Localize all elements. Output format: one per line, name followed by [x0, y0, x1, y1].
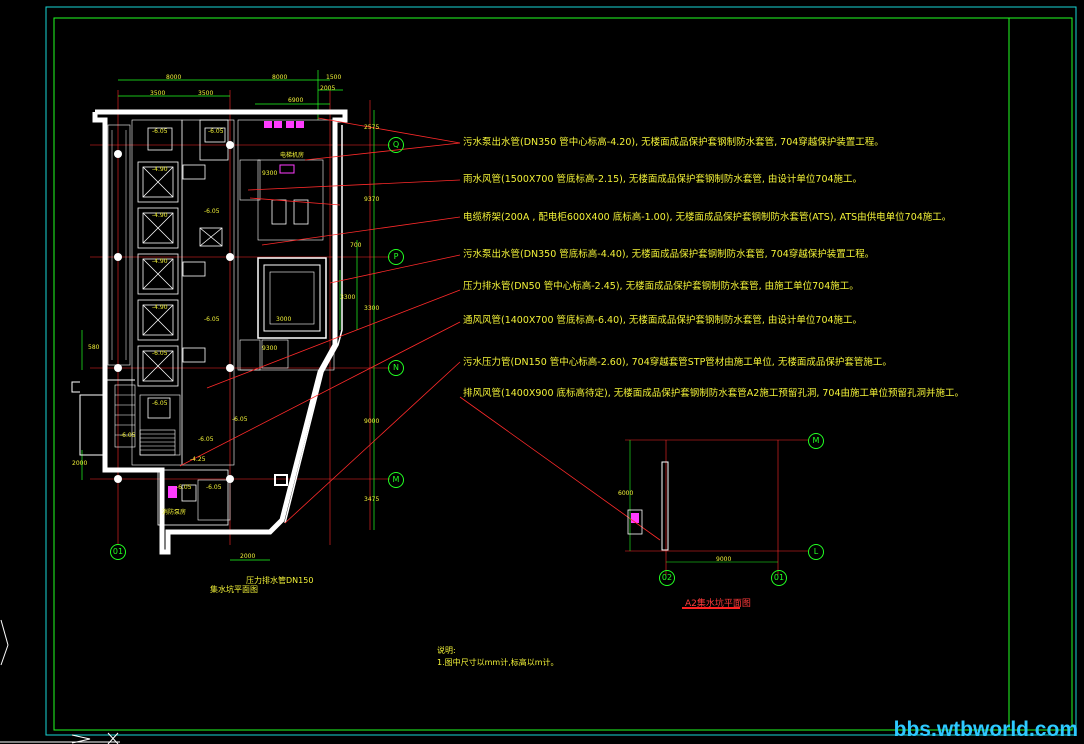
detail-a2: [625, 439, 808, 575]
dim-top-2: 8000: [272, 74, 288, 81]
watermark: bbs.wtbworld.com: [893, 718, 1078, 741]
dim-top-5: 3500: [198, 90, 214, 97]
note-3: 电缆桥架(200A , 配电柜600X400 底标高-1.00), 无楼面成品保…: [463, 212, 952, 223]
column-markers: [114, 141, 234, 483]
detail-grid-label-02: 02: [659, 570, 675, 586]
note-2: 雨水风管(1500X700 管底标高-2.15), 无楼面成品保护套钢制防水套管…: [463, 174, 863, 185]
dim-right-1: 2575: [364, 124, 380, 131]
elevation-label: -6.05: [120, 432, 136, 439]
dim-left-2: 2000: [72, 460, 88, 467]
dim-right-2: 9370: [364, 196, 380, 203]
note-4: 污水泵出水管(DN350 管底标高-4.40), 无楼面成品保护套钢制防水套管,…: [463, 249, 875, 260]
elevation-label: -6.05: [232, 416, 248, 423]
note-6: 通风风管(1400X700 管底标高-6.40), 无楼面成品保护套钢制防水套管…: [463, 315, 863, 326]
building-walls: [71, 109, 348, 555]
elevation-label: -4.90: [152, 166, 168, 173]
legend-note: 1.图中尺寸以mm计,标高以m计。: [437, 658, 559, 667]
detail-grid-label-l: L: [808, 544, 824, 560]
dimension-lines: [81, 70, 375, 561]
dim-top-6: 6900: [288, 97, 304, 104]
elevation-label: -6.05: [204, 316, 220, 323]
grid-label-m: M: [388, 472, 404, 488]
grid-label-01: 01: [110, 544, 126, 560]
dim-misc-2: 3000: [276, 316, 292, 323]
dim-top-3: 1500: [326, 74, 342, 81]
grid-label-p: P: [388, 249, 404, 265]
dim-misc-3: 9300: [262, 170, 278, 177]
grid-axes: [90, 90, 390, 545]
elevation-label: -6.05: [208, 128, 224, 135]
grid-label-q: Q: [388, 137, 404, 153]
dim-misc-1: 2000: [240, 553, 256, 560]
elevation-label: -4.90: [152, 258, 168, 265]
elevation-label: -6.05: [176, 484, 192, 491]
dim-right-5: 3300: [364, 305, 380, 312]
room-label: 消防泵房: [162, 509, 187, 516]
equipment-outline: [279, 164, 295, 174]
detail-title-underline: [682, 607, 740, 609]
detail-title: A2集水坑平面图: [685, 599, 751, 609]
detail-width-dim: 9000: [716, 556, 732, 563]
detail-grid-label-m: M: [808, 433, 824, 449]
note-8: 排风风管(1400X900 底标高待定), 无楼面成品保护套钢制防水套管A2施工…: [463, 388, 965, 399]
dim-right-4: 3300: [340, 294, 356, 301]
dim-left-1: 580: [88, 344, 100, 351]
room-label: 电梯机房: [280, 152, 305, 159]
magenta-equipment: [168, 121, 639, 523]
dim-top-1: 8000: [166, 74, 182, 81]
elevation-label: -6.05: [152, 128, 168, 135]
elevation-label: -6.05: [198, 436, 214, 443]
dim-right-3: 700: [350, 242, 362, 249]
dim-top-4: 3500: [150, 90, 166, 97]
elevation-label: -6.05: [152, 400, 168, 407]
note-5: 压力排水管(DN50 管中心标高-2.45), 无楼面成品保护套钢制防水套管, …: [463, 281, 859, 292]
legend-title: 说明:: [437, 646, 456, 655]
elevation-label: -6.05: [152, 350, 168, 357]
elevation-label: -4.90: [152, 212, 168, 219]
elevation-label: -4.25: [190, 456, 206, 463]
dim-right-7: 3475: [364, 496, 380, 503]
sump-pits: [137, 127, 309, 502]
dim-top-7: 2005: [320, 85, 336, 92]
pipe-label: 压力排水管DN150: [246, 576, 314, 585]
leader-lines: [179, 117, 661, 541]
note-7: 污水压力管(DN150 管中心标高-2.60), 704穿越套管STP管材由施工…: [463, 357, 892, 368]
drawing-frame: [0, 6, 1077, 744]
detail-height-dim: 6000: [618, 490, 634, 497]
grid-label-n: N: [388, 360, 404, 376]
dim-right-6: 9000: [364, 418, 380, 425]
dim-misc-4: 9300: [262, 345, 278, 352]
elevation-label: -4.90: [152, 304, 168, 311]
detail-grid-label-01: 01: [771, 570, 787, 586]
elevation-label: -6.05: [206, 484, 222, 491]
note-1: 污水泵出水管(DN350 管中心标高-4.20), 无楼面成品保护套钢制防水套管…: [463, 137, 884, 148]
plan-title: 集水坑平面图: [210, 585, 258, 594]
elevation-label: -6.05: [204, 208, 220, 215]
